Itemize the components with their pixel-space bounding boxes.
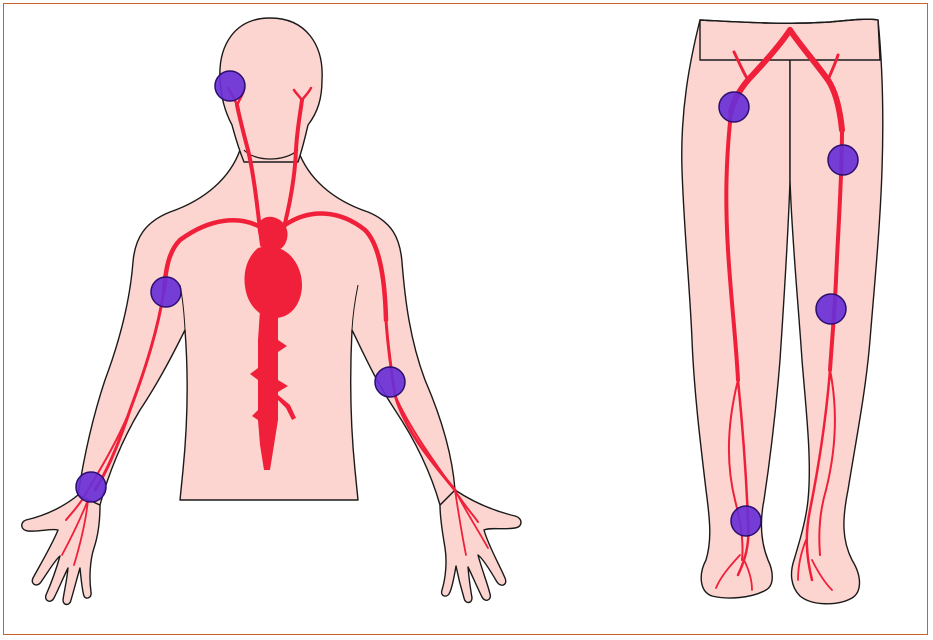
pulse-point-temporal bbox=[215, 71, 245, 101]
pulse-point-femoral-left bbox=[828, 145, 858, 175]
pulse-point-dorsalis-pedis bbox=[731, 506, 761, 536]
pulse-point-popliteal bbox=[816, 294, 846, 324]
hips bbox=[700, 19, 880, 60]
right-hand bbox=[440, 490, 521, 603]
pulse-point-brachial-right bbox=[151, 277, 181, 307]
pulse-point-femoral-right bbox=[719, 92, 749, 122]
pulse-point-radial bbox=[76, 472, 106, 502]
lower-limbs-figure bbox=[682, 19, 883, 604]
left-hand bbox=[22, 495, 100, 605]
upper-body-figure bbox=[22, 18, 521, 605]
pulse-point-brachial-left bbox=[375, 367, 405, 397]
